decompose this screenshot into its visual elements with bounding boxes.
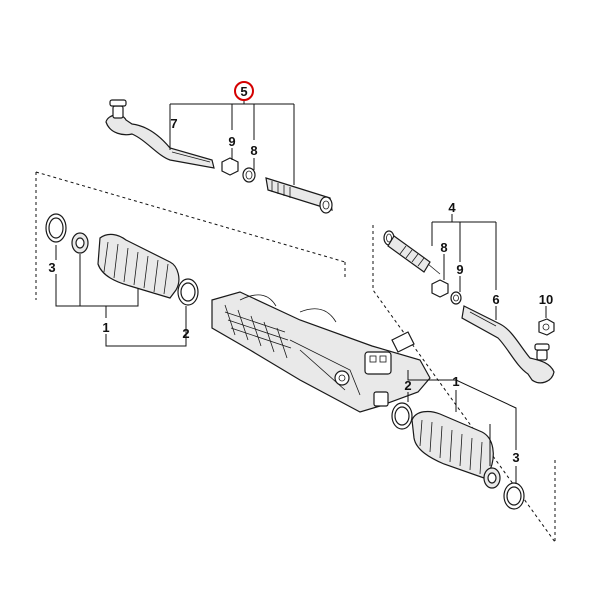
- clamp-left-3: [45, 213, 67, 243]
- bellows-boot-right: [411, 410, 494, 479]
- inner-tie-rod-right: [383, 230, 441, 275]
- callout-8-left: 8: [250, 143, 257, 158]
- callout-10: 10: [539, 292, 553, 307]
- callout-2-left: 2: [182, 326, 189, 341]
- callout-6: 6: [492, 292, 499, 307]
- callout-1-left: 1: [102, 320, 109, 335]
- highlight-circle-5: [234, 81, 254, 101]
- callout-9-right: 9: [456, 262, 463, 277]
- callout-2-right: 2: [404, 378, 411, 393]
- outer-tie-rod-right: [461, 305, 555, 384]
- callout-8-right: 8: [440, 240, 447, 255]
- bellows-boot-left: [97, 233, 180, 299]
- clamp-right-2: [391, 402, 413, 430]
- callout-5: 5: [240, 84, 247, 99]
- callout-1-right: 1: [452, 374, 459, 389]
- callout-3-right: 3: [512, 450, 519, 465]
- self-locking-nut: [538, 318, 555, 336]
- inner-tie-rod-left: [265, 177, 333, 214]
- callout-3-left: 3: [48, 260, 55, 275]
- right-group-outline: [372, 225, 556, 543]
- jam-nut-right: [450, 291, 462, 305]
- callout-4: 4: [448, 200, 456, 215]
- outer-tie-rod-left: [105, 99, 215, 169]
- left-group-outline: [35, 171, 346, 300]
- clamp-right-3: [503, 482, 525, 510]
- callout-9-left: 9: [228, 134, 235, 149]
- callout-labels: 5 7 9 8 3 1 2 4 8 9 6 10 2 1 3: [48, 84, 553, 465]
- clamp-ring-right: [431, 279, 449, 298]
- leader-lines: [55, 100, 547, 484]
- clamp-ring-left: [242, 167, 256, 183]
- steering-rack-housing: [211, 291, 431, 413]
- bushing-right: [483, 467, 501, 489]
- jam-nut-left: [221, 157, 239, 176]
- clamp-left-2: [177, 278, 199, 306]
- bushing-left: [71, 232, 89, 254]
- callout-7: 7: [170, 116, 177, 131]
